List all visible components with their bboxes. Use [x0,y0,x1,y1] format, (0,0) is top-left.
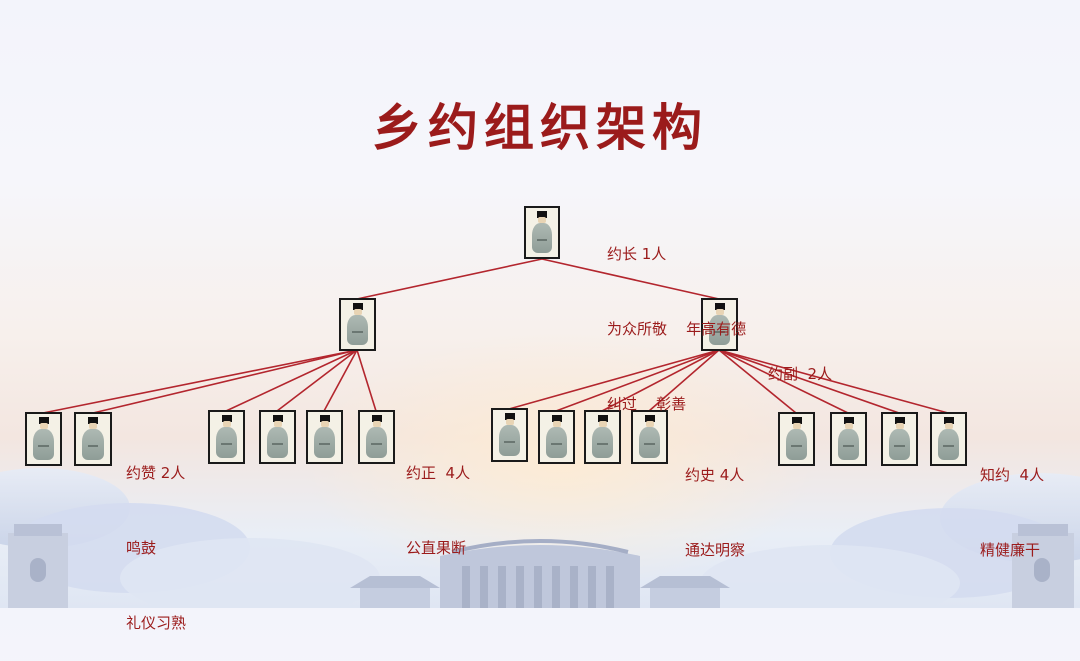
yuezheng-description: 约正 4人 公直果断 [406,411,470,586]
yuezheng-quality: 公直果断 [406,539,467,557]
head-role: 约长 1人 [607,245,667,263]
portrait-card-zhiyue-4 [930,412,967,466]
portrait-card-yuezheng-3 [306,410,343,464]
yuezan-duty: 鸣鼓 [126,539,157,557]
portrait-card-zhiyue-1 [778,412,815,466]
hat-icon [537,211,547,218]
deputy-description: 约副 2人 [768,312,832,412]
portrait-card-yuezheng-1 [208,410,245,464]
yueshi-quality: 通达明察 [685,541,746,559]
yueshi-description: 约史 4人 通达明察 [685,413,745,588]
portrait-card-yueshi-4 [631,410,668,464]
head-quality: 为众所敬 年高有德 [607,320,747,338]
portrait-card-yuezheng-4 [358,410,395,464]
zhiyue-role: 知约 4人 [980,466,1045,484]
robe-icon [531,223,553,253]
portrait-card-yueshi-3 [584,410,621,464]
face-icon [538,217,546,223]
palace-skyline-illustration [0,438,1080,621]
yuezan-quality: 礼仪习熟 [126,614,187,632]
portrait-card-head [524,206,560,259]
yuezan-role: 约赞 2人 [126,464,186,482]
head-duty: 纠过 彰善 [607,395,687,413]
zhiyue-description: 知约 4人 精健廉干 [980,413,1044,588]
portrait-card-deputy-left [339,298,376,351]
yuezan-description: 约赞 2人 鸣鼓 礼仪习熟 [126,411,186,661]
head-description: 约长 1人 为众所敬 年高有德 纠过 彰善 [607,192,746,442]
page-title: 乡约组织架构 [372,98,708,157]
portrait-card-zhiyue-2 [830,412,867,466]
portrait-card-yuezheng-2 [259,410,296,464]
portrait-card-deputy-right [701,298,738,351]
portrait-card-yueshi-1 [491,408,528,462]
yuezheng-role: 约正 4人 [406,464,471,482]
portrait-card-yuezan-2 [74,412,112,466]
portrait-card-zhiyue-3 [881,412,918,466]
portrait-card-yuezan-1 [25,412,62,466]
zhiyue-quality: 精健廉干 [980,541,1041,559]
yueshi-role: 约史 4人 [685,466,745,484]
deputy-role: 约副 2人 [768,365,833,383]
connector-lines [42,258,949,414]
portrait-card-yueshi-2 [538,410,575,464]
